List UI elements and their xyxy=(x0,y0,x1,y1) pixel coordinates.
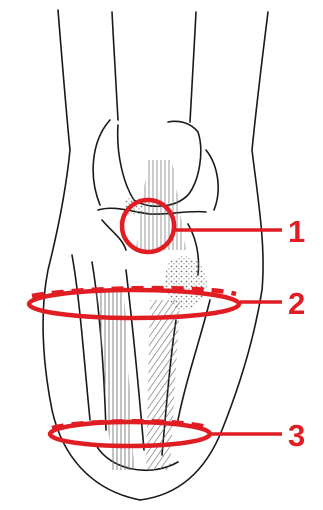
heel-curve xyxy=(93,120,110,205)
callout-2-number: 2 xyxy=(288,286,305,321)
callout-3-number: 3 xyxy=(288,418,305,453)
callout-1-number: 1 xyxy=(288,214,305,249)
tibia-right xyxy=(190,12,196,122)
malleolus-right xyxy=(206,150,218,210)
metatarsal-left xyxy=(72,255,90,420)
callout-3: 3 xyxy=(50,418,305,453)
tibia-left xyxy=(112,12,118,120)
stipple-region xyxy=(165,256,206,310)
